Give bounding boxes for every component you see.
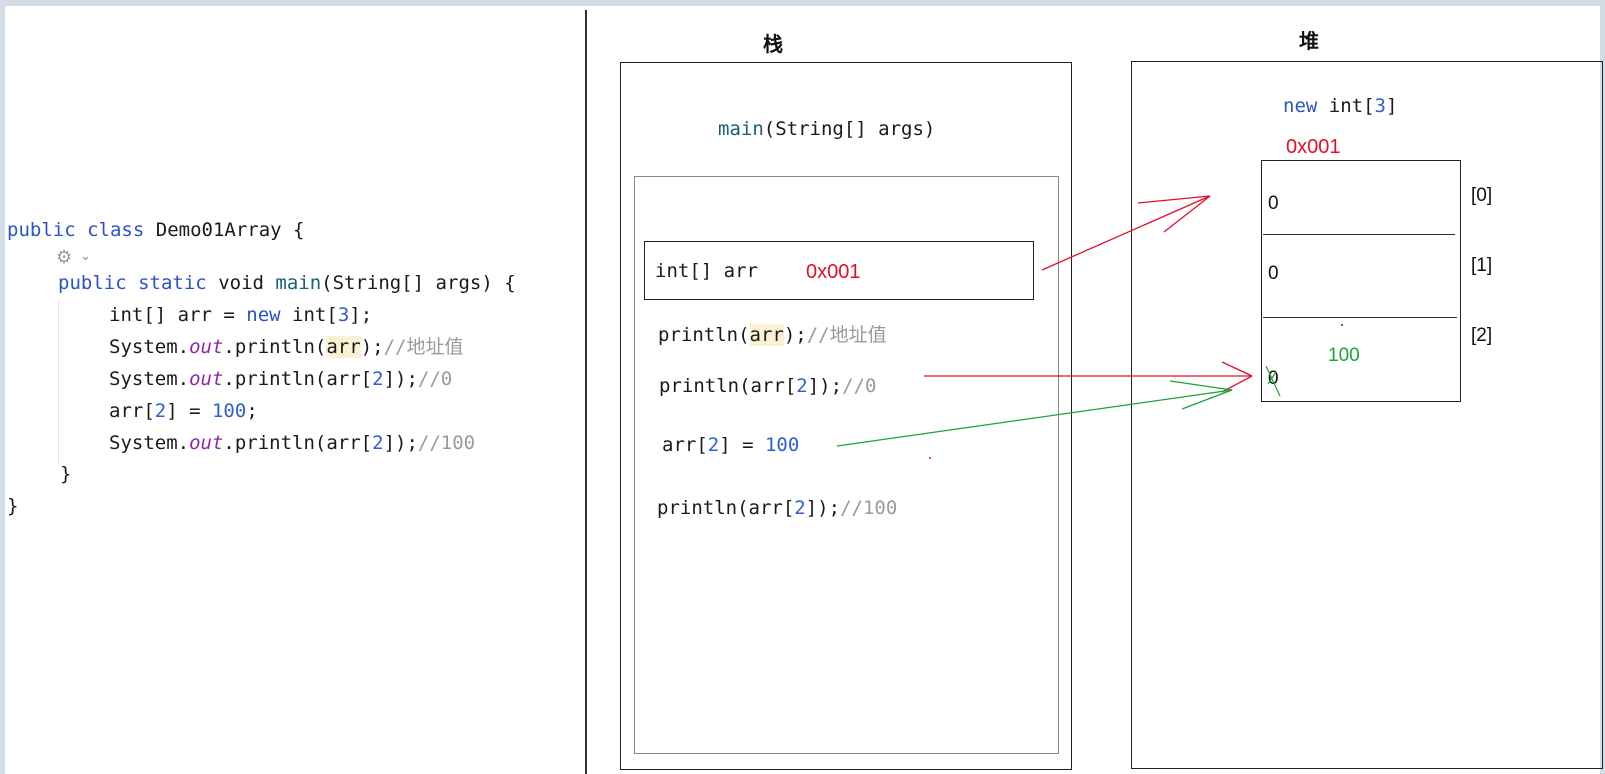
panel-divider: [585, 10, 587, 774]
read-element-arrow: [924, 361, 1253, 393]
strike-mark: [1265, 365, 1281, 397]
stack-stmt-print-address: println(arr);//地址值: [658, 324, 887, 346]
cell-divider: [1263, 317, 1457, 318]
chevron-down-icon[interactable]: ⌄: [80, 249, 91, 264]
array-index-label: [1]: [1471, 255, 1493, 276]
code-line-print-element-after: System.out.println(arr[2]);//100: [109, 432, 476, 454]
code-line-print-address: System.out.println(arr);//地址值: [109, 336, 464, 358]
code-line-close-class: }: [7, 495, 19, 517]
code-line-class-decl: public class Demo01Array {: [7, 219, 305, 241]
stack-stmt-print-element: println(arr[2]);//0: [659, 375, 877, 397]
code-line-close-method: }: [60, 463, 72, 485]
array-cell-new-value: 100: [1328, 345, 1360, 366]
code-line-main-decl: public static void main(String[] args) {: [58, 272, 516, 294]
stack-variable-box: [644, 241, 1034, 300]
window-top-border: [0, 0, 1605, 6]
heap-title: 堆: [1299, 29, 1319, 53]
code-line-print-element: System.out.println(arr[2]);//0: [109, 368, 453, 390]
code-line-array-init: int[] arr = new int[3];: [109, 304, 373, 326]
stack-stmt-print-element-after: println(arr[2]);//100: [657, 497, 898, 519]
stack-frame-box: [634, 176, 1059, 754]
stack-title: 栈: [763, 32, 783, 56]
stack-stmt-assign: arr[2] = 100: [662, 434, 800, 456]
heap-new-expression: new int[3]: [1283, 95, 1398, 117]
code-line-assign: arr[2] = 100;: [109, 400, 258, 422]
heap-array-box: [1261, 160, 1461, 402]
array-cell-value: 0: [1268, 263, 1279, 284]
array-cell-value: 0: [1268, 368, 1279, 389]
array-index-label: [0]: [1471, 185, 1493, 206]
gear-icon[interactable]: ⚙: [56, 247, 73, 268]
stack-frame-title: main(String[] args): [718, 118, 936, 140]
array-index-label: [2]: [1471, 325, 1493, 346]
stack-box: [620, 62, 1072, 770]
assign-arrow: [836, 380, 1233, 447]
heap-array-address: 0x001: [1286, 136, 1341, 158]
heap-box: [1131, 61, 1603, 769]
window-left-border: [0, 0, 5, 774]
indent-guide: [58, 300, 59, 465]
stack-variable-label: int[] arr: [655, 260, 758, 282]
cell-divider: [1263, 234, 1455, 235]
stray-dot: [929, 457, 931, 459]
reference-arrow: [1041, 195, 1211, 271]
stack-variable-address: 0x001: [806, 261, 861, 283]
array-cell-value: 0: [1268, 193, 1279, 214]
stray-dot: [1341, 324, 1343, 326]
